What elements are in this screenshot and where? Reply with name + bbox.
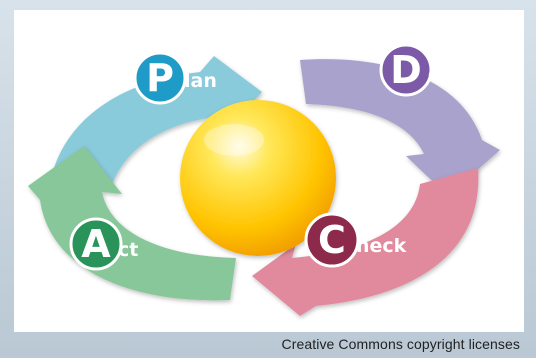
caption: Creative Commons copyright licenses xyxy=(281,336,520,352)
plan-initial: P xyxy=(146,56,174,100)
do-initial: D xyxy=(390,48,422,92)
center-sphere xyxy=(180,100,336,256)
sphere-highlight xyxy=(204,124,264,156)
plan-label-group: P lan xyxy=(133,51,217,105)
do-arrow xyxy=(300,59,500,196)
act-badge xyxy=(69,217,123,271)
check-initial: C xyxy=(318,218,346,262)
do-rest: o xyxy=(428,64,440,85)
plan-arrow xyxy=(48,56,262,200)
check-arrow xyxy=(252,168,479,316)
check-rest: heck xyxy=(356,235,407,257)
act-label-group: A ct xyxy=(69,217,138,271)
act-rest: ct xyxy=(118,239,138,261)
do-badge xyxy=(379,43,433,97)
check-label-group: C heck xyxy=(304,212,407,268)
plan-badge xyxy=(133,51,187,105)
do-label-group: D o xyxy=(379,43,440,97)
plan-rest: lan xyxy=(184,70,217,92)
act-initial: A xyxy=(81,222,111,266)
check-badge xyxy=(304,212,360,268)
